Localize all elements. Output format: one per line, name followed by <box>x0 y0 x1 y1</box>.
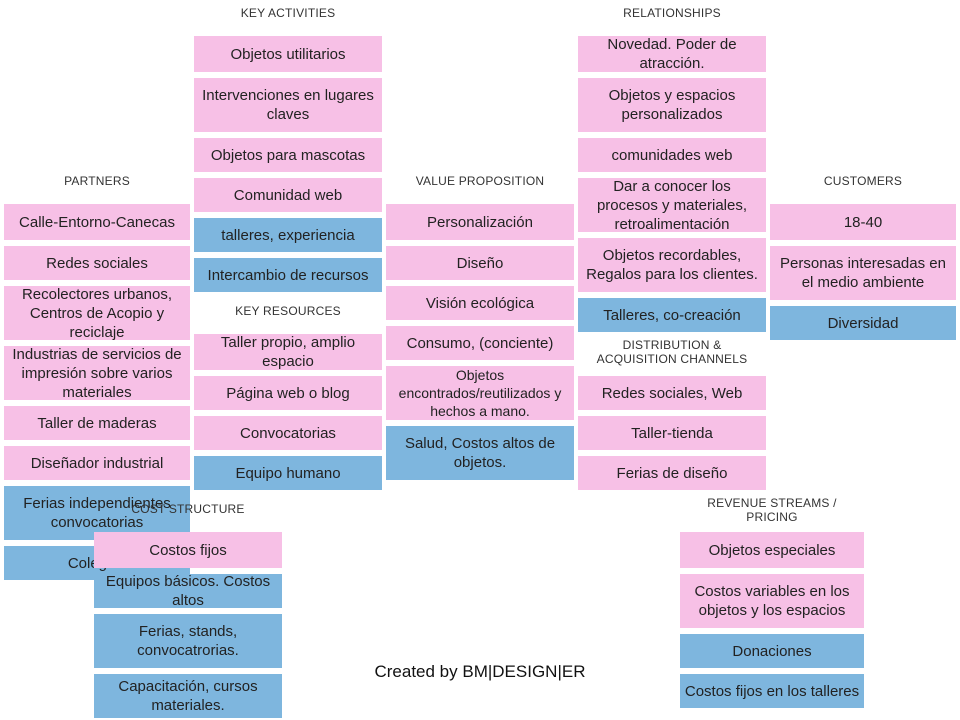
revenue-box: Costos variables en los objetos y los es… <box>680 574 864 628</box>
revenue-box: Donaciones <box>680 634 864 668</box>
relationship-box: Dar a conocer los procesos y materiales,… <box>578 178 766 232</box>
partner-box: Diseñador industrial <box>4 446 190 480</box>
key-activity-box: talleres, experiencia <box>194 218 382 252</box>
relationship-box: Objetos recordables, Regalos para los cl… <box>578 238 766 292</box>
heading-customers: CUSTOMERS <box>823 174 903 188</box>
relationship-box: Novedad. Poder de atracción. <box>578 36 766 72</box>
revenue-box: Objetos especiales <box>680 532 864 568</box>
key-activity-box: Objetos utilitarios <box>194 36 382 72</box>
key-activity-box: Comunidad web <box>194 178 382 212</box>
customer-box: Personas interesadas en el medio ambient… <box>770 246 956 300</box>
partner-box: Recolectores urbanos, Centros de Acopio … <box>4 286 190 340</box>
credit-footer: Created by BM|DESIGN|ER <box>374 662 586 681</box>
cost-box: Equipos básicos. Costos altos <box>94 574 282 608</box>
partner-box: Calle-Entorno-Canecas <box>4 204 190 240</box>
relationship-box: Talleres, co-creación <box>578 298 766 332</box>
value-proposition-box: Visión ecológica <box>386 286 574 320</box>
cost-box: Ferias, stands, convocatrorias. <box>94 614 282 668</box>
relationship-box: Objetos y espacios personalizados <box>578 78 766 132</box>
key-resource-box: Equipo humano <box>194 456 382 490</box>
partner-box: Ferias independientes convocatorias <box>4 486 190 540</box>
partner-box: Industrias de servicios de impresión sob… <box>4 346 190 400</box>
value-proposition-box: Diseño <box>386 246 574 280</box>
key-activity-box: Intercambio de recursos <box>194 258 382 292</box>
heading-value-proposition: VALUE PROPOSITION <box>415 174 545 188</box>
channel-box: Taller-tienda <box>578 416 766 450</box>
value-proposition-box: Personalización <box>386 204 574 240</box>
heading-distribution-channels: DISTRIBUTION & ACQUISITION CHANNELS <box>596 338 748 366</box>
heading-key-resources: KEY RESOURCES <box>235 304 341 318</box>
partner-box: Redes sociales <box>4 246 190 280</box>
key-resource-box: Convocatorias <box>194 416 382 450</box>
cost-box: Costos fijos <box>94 532 282 568</box>
key-activity-box: Objetos para mascotas <box>194 138 382 172</box>
cost-box: Capacitación, cursos materiales. <box>94 674 282 718</box>
customer-box: 18-40 <box>770 204 956 240</box>
heading-relationships: RELATIONSHIPS <box>623 6 721 20</box>
value-proposition-box: Salud, Costos altos de objetos. <box>386 426 574 480</box>
channel-box: Ferias de diseño <box>578 456 766 490</box>
heading-partners: PARTNERS <box>64 174 130 188</box>
relationship-box: comunidades web <box>578 138 766 172</box>
partner-box: Taller de maderas <box>4 406 190 440</box>
heading-cost-structure: COST STRUCTURE <box>131 502 245 516</box>
channel-box: Redes sociales, Web <box>578 376 766 410</box>
customer-box: Diversidad <box>770 306 956 340</box>
revenue-box: Costos fijos en los talleres <box>680 674 864 708</box>
heading-revenue-streams: REVENUE STREAMS / PRICING <box>707 496 837 524</box>
value-proposition-box: Consumo, (conciente) <box>386 326 574 360</box>
key-resource-box: Taller propio, amplio espacio <box>194 334 382 370</box>
key-resource-box: Página web o blog <box>194 376 382 410</box>
value-proposition-box: Objetos encontrados/reutilizados y hecho… <box>386 366 574 420</box>
key-activity-box: Intervenciones en lugares claves <box>194 78 382 132</box>
heading-key-activities: KEY ACTIVITIES <box>240 6 336 20</box>
